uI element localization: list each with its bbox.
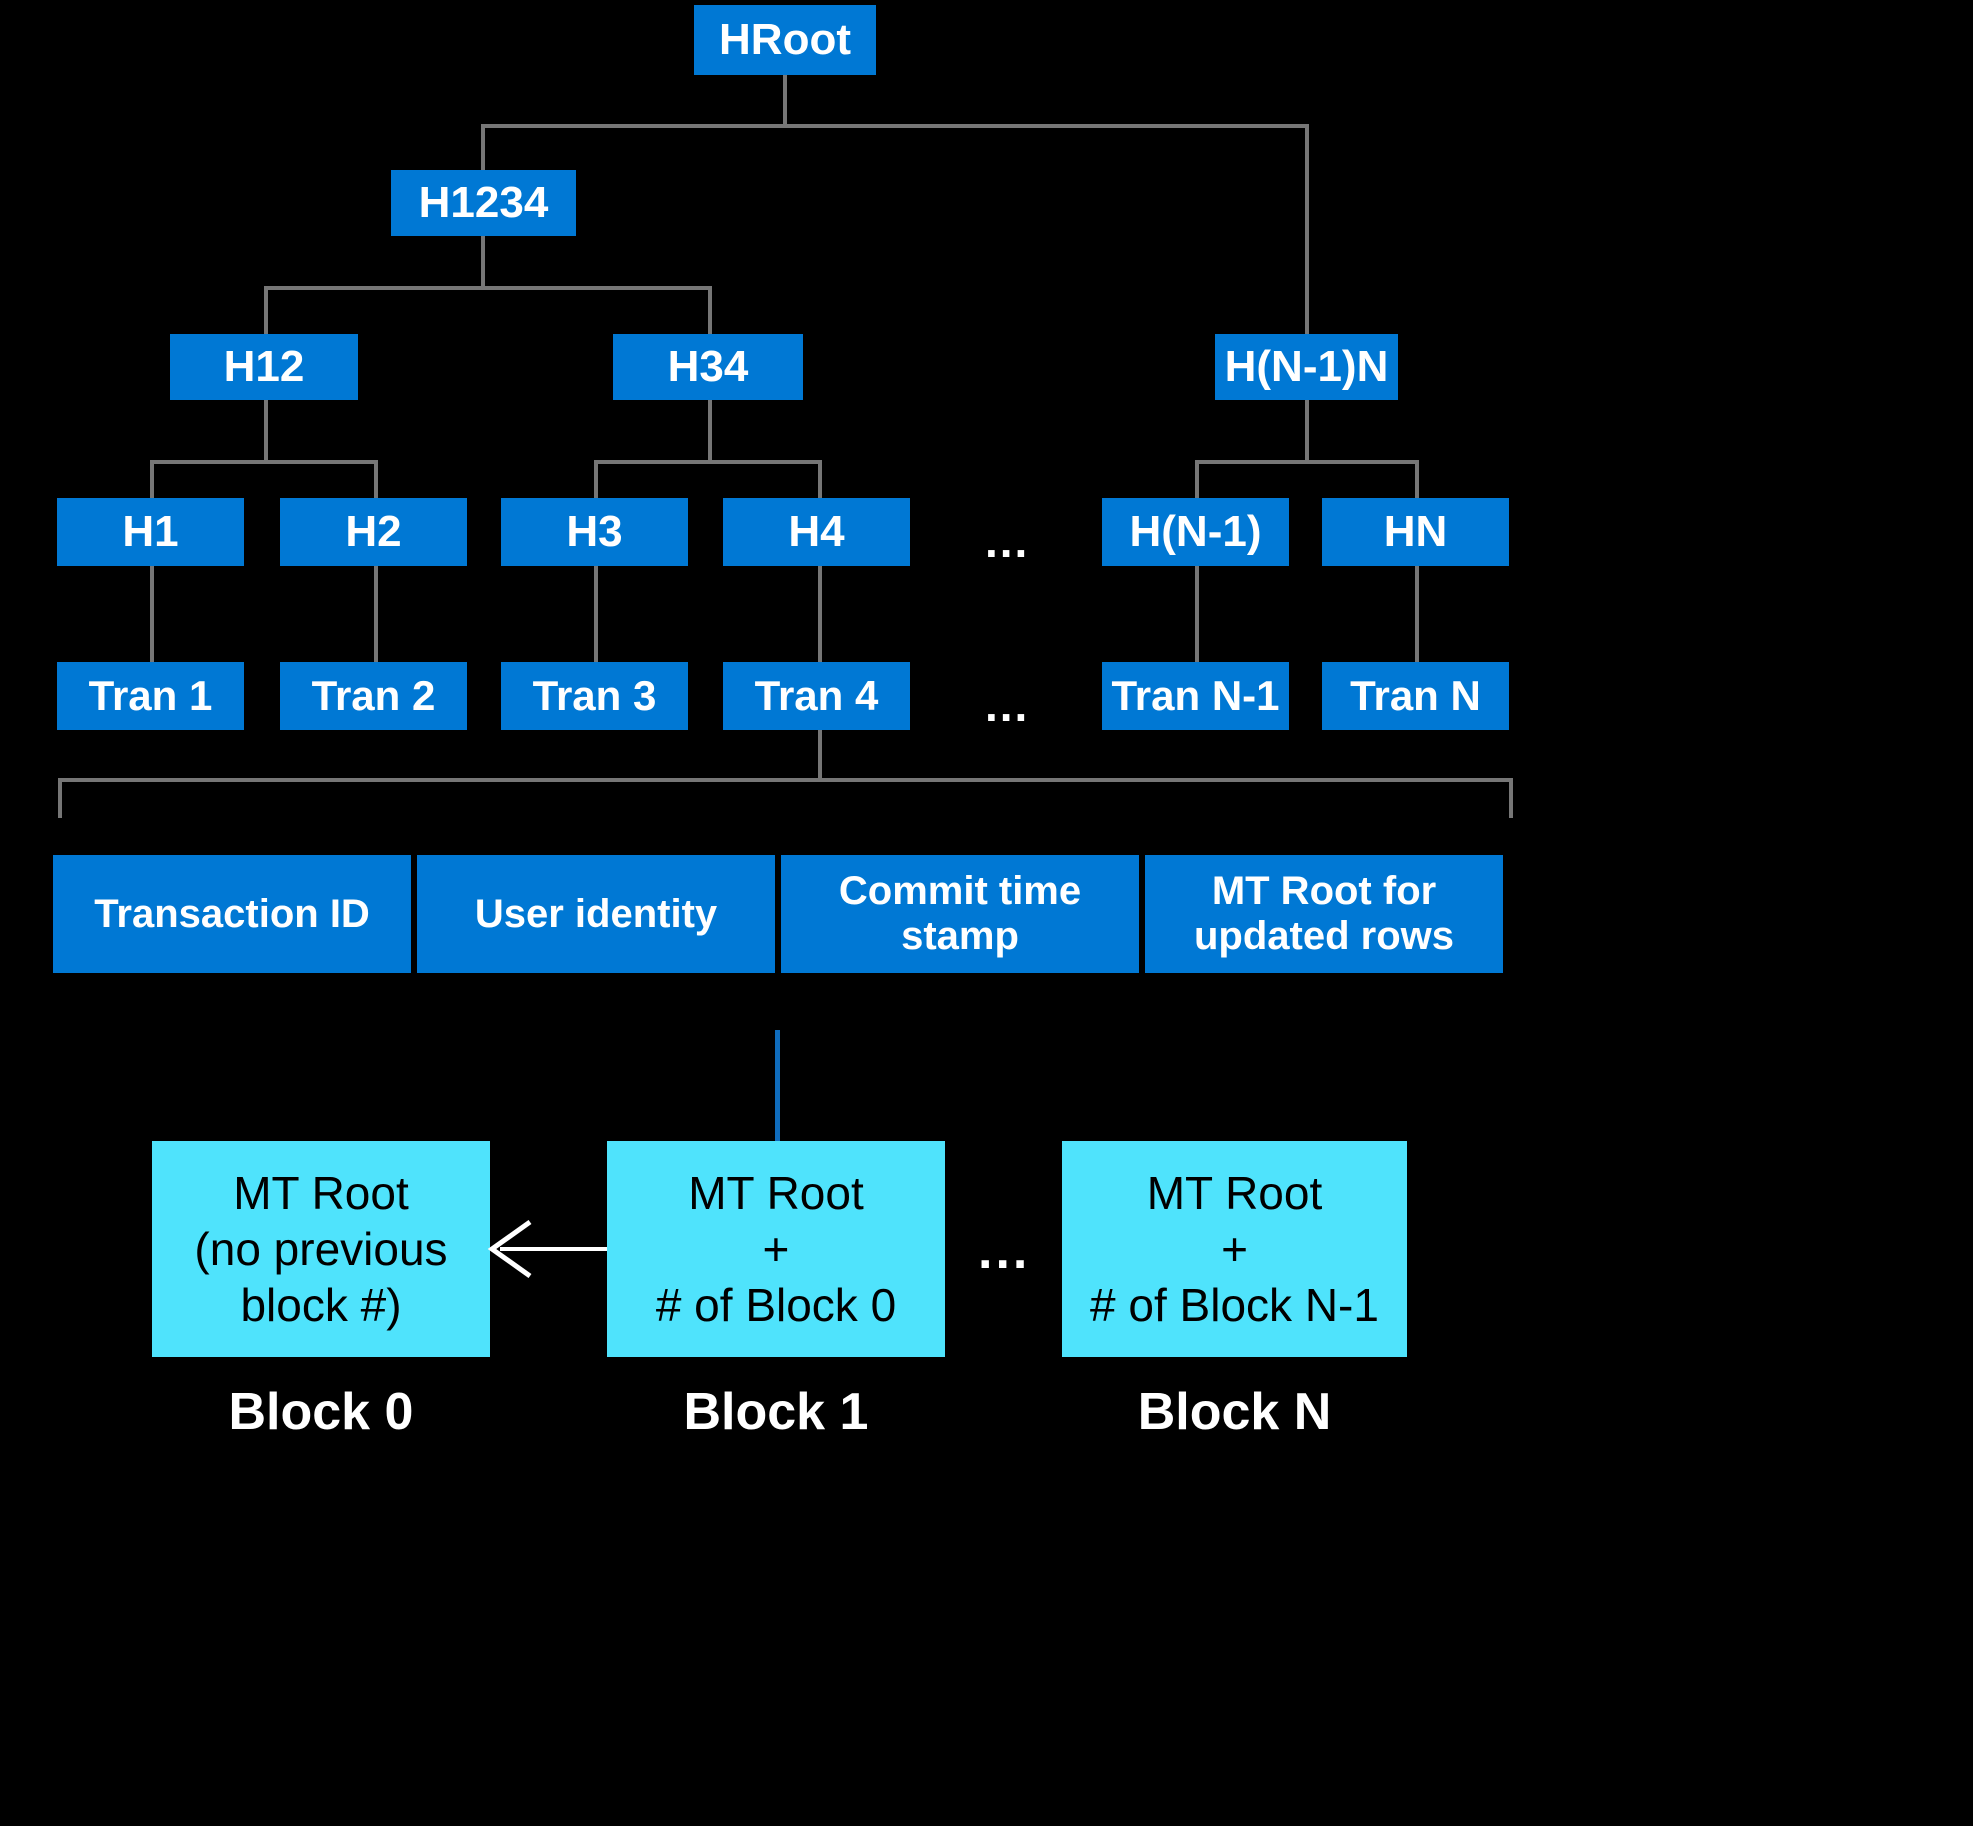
node-hroot[interactable]: HRoot [694,5,876,75]
arrow-block1-to-block0-shaft [500,1247,607,1251]
connector-hn1-trann1 [1195,564,1199,662]
node-tran-4[interactable]: Tran 4 [723,662,910,730]
node-h34[interactable]: H34 [613,334,803,400]
node-h3[interactable]: H3 [501,498,688,566]
connector-h12-down [264,398,268,462]
connector-h34-bus [594,460,822,464]
block-1-label: Block 1 [683,1383,869,1441]
node-hn1[interactable]: H(N-1) [1102,498,1289,566]
connector-hn1n-down [1305,398,1309,462]
connector-h2-up [374,460,378,502]
connector-h34-up [708,286,712,336]
node-tran-3[interactable]: Tran 3 [501,662,688,730]
field-user-identity[interactable]: User identity [417,855,775,973]
connector-level2-bus [481,124,1309,128]
node-h1234[interactable]: H1234 [391,170,576,236]
block-0-box[interactable]: MT Root (no previous block #) [152,1141,490,1357]
arrow-block1-to-block0-head [487,1220,532,1278]
ellipsis-tran-row: ... [985,679,1030,731]
node-h12[interactable]: H12 [170,334,358,400]
connector-h34-down [708,398,712,462]
connector-h1-tran1 [150,564,154,662]
connector-h12-up [264,286,268,336]
ellipsis-block-row: ... [978,1222,1031,1280]
node-tran-1[interactable]: Tran 1 [57,662,244,730]
field-transaction-id[interactable]: Transaction ID [53,855,411,973]
connector-bracket-top [58,778,1513,782]
connector-bracket-right [1509,778,1513,818]
node-hn1n[interactable]: H(N-1)N [1215,334,1398,400]
connector-h3-tran3 [594,564,598,662]
connector-h4-tran4 [818,564,822,662]
connector-h12-bus [150,460,378,464]
connector-h1234-up [481,124,485,172]
node-h2[interactable]: H2 [280,498,467,566]
connector-hn-up [1415,460,1419,502]
connector-h1234-down [481,234,485,288]
connector-hn-trann [1415,564,1419,662]
node-tran-2[interactable]: Tran 2 [280,662,467,730]
node-h4[interactable]: H4 [723,498,910,566]
node-hn[interactable]: HN [1322,498,1509,566]
node-tran-n[interactable]: Tran N [1322,662,1509,730]
node-h1[interactable]: H1 [57,498,244,566]
block-1-box[interactable]: MT Root + # of Block 0 [607,1141,945,1357]
connector-h4-up [818,460,822,502]
field-mt-root-updated-rows[interactable]: MT Root for updated rows [1145,855,1503,973]
block-0-label: Block 0 [228,1383,414,1441]
connector-hn1n-bus [1195,460,1419,464]
connector-level3-bus [264,286,712,290]
connector-hroot-down [783,74,787,126]
field-commit-time-stamp[interactable]: Commit time stamp [781,855,1139,973]
block-n-label: Block N [1137,1383,1332,1441]
connector-bracket-left [58,778,62,818]
connector-h1-up [150,460,154,502]
ellipsis-hash-row: ... [985,515,1030,567]
connector-mtroot-block1 [775,1030,780,1143]
block-n-box[interactable]: MT Root + # of Block N-1 [1062,1141,1407,1357]
connector-hn1n-up [1305,124,1309,336]
connector-h3-up [594,460,598,502]
connector-tran4-down [818,730,822,780]
connector-h2-tran2 [374,564,378,662]
connector-hn1-up [1195,460,1199,502]
node-tran-n-1[interactable]: Tran N-1 [1102,662,1289,730]
